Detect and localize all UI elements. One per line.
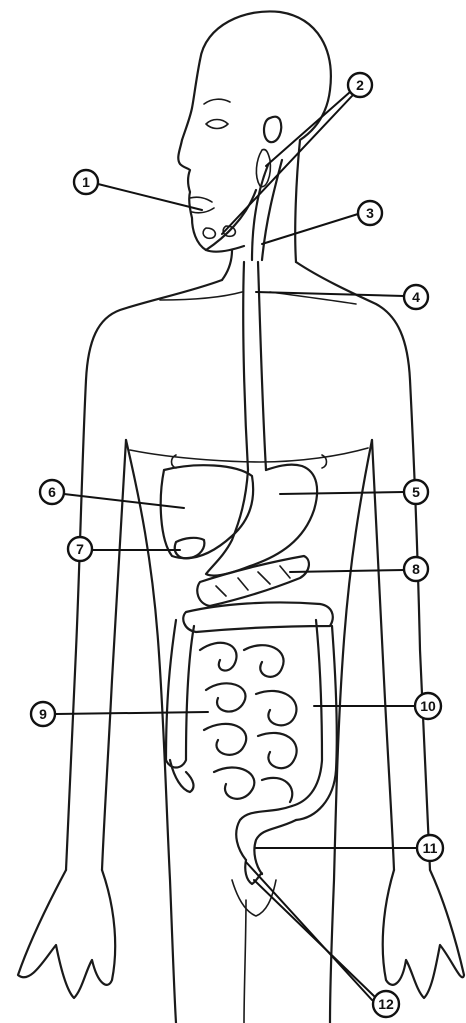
descending-colon xyxy=(292,620,337,820)
sublingual-glands xyxy=(203,226,235,238)
label-12: 12 xyxy=(373,991,399,1017)
label-5-text: 5 xyxy=(412,484,420,500)
digestive-organs xyxy=(161,149,337,884)
pancreas-texture xyxy=(216,566,290,596)
leader-1 xyxy=(98,184,202,210)
label-7: 7 xyxy=(68,537,92,561)
label-11: 11 xyxy=(417,835,443,861)
label-6-text: 6 xyxy=(48,484,56,500)
label-7-text: 7 xyxy=(76,541,84,557)
label-12-text: 12 xyxy=(378,996,394,1012)
transverse-colon xyxy=(183,602,333,632)
left-arm-inner xyxy=(102,440,126,870)
label-9: 9 xyxy=(31,702,55,726)
label-6: 6 xyxy=(40,480,64,504)
pelvis-line xyxy=(232,880,276,916)
esophagus xyxy=(243,262,266,470)
left-hand xyxy=(18,870,115,998)
leader-12b xyxy=(254,880,374,996)
label-4-text: 4 xyxy=(412,289,420,305)
stomach xyxy=(206,465,317,576)
label-3-text: 3 xyxy=(366,205,374,221)
eye xyxy=(206,120,228,129)
ascending-colon xyxy=(166,620,194,768)
jaw-line xyxy=(206,190,256,250)
label-5: 5 xyxy=(404,480,428,504)
face-profile xyxy=(178,60,244,252)
right-shoulder xyxy=(296,262,410,380)
right-arm-inner xyxy=(372,440,394,870)
left-arm-outer xyxy=(66,380,86,870)
label-10-text: 10 xyxy=(420,698,436,714)
label-9-text: 9 xyxy=(39,706,47,722)
label-1: 1 xyxy=(74,170,98,194)
leader-2b xyxy=(222,96,352,234)
leg-divide xyxy=(244,900,246,1023)
label-11-text: 11 xyxy=(423,840,438,856)
leader-9 xyxy=(56,712,208,714)
neck-right xyxy=(295,140,300,262)
leader-lines xyxy=(56,92,416,1000)
small-intestine xyxy=(200,643,297,802)
left-shoulder xyxy=(86,280,222,380)
label-3: 3 xyxy=(358,201,382,225)
leader-12a xyxy=(246,862,372,1000)
label-8: 8 xyxy=(404,557,428,581)
leader-4 xyxy=(256,292,404,296)
chest-line xyxy=(130,448,368,462)
label-4: 4 xyxy=(404,285,428,309)
label-2: 2 xyxy=(348,73,372,97)
label-8-text: 8 xyxy=(412,561,420,577)
leader-2a xyxy=(266,92,350,166)
ear xyxy=(264,117,281,143)
number-labels: 1 2 3 4 5 6 7 8 xyxy=(31,73,443,1017)
leader-3 xyxy=(262,214,358,244)
label-1-text: 1 xyxy=(82,174,90,190)
neck-left xyxy=(222,250,232,280)
label-10: 10 xyxy=(415,693,441,719)
right-hand xyxy=(383,870,464,998)
eyebrow xyxy=(204,99,230,104)
body-outline xyxy=(18,11,464,1023)
right-arm-outer xyxy=(410,380,430,870)
torso-left xyxy=(126,440,176,1023)
leader-5 xyxy=(280,492,404,494)
label-2-text: 2 xyxy=(356,77,364,93)
